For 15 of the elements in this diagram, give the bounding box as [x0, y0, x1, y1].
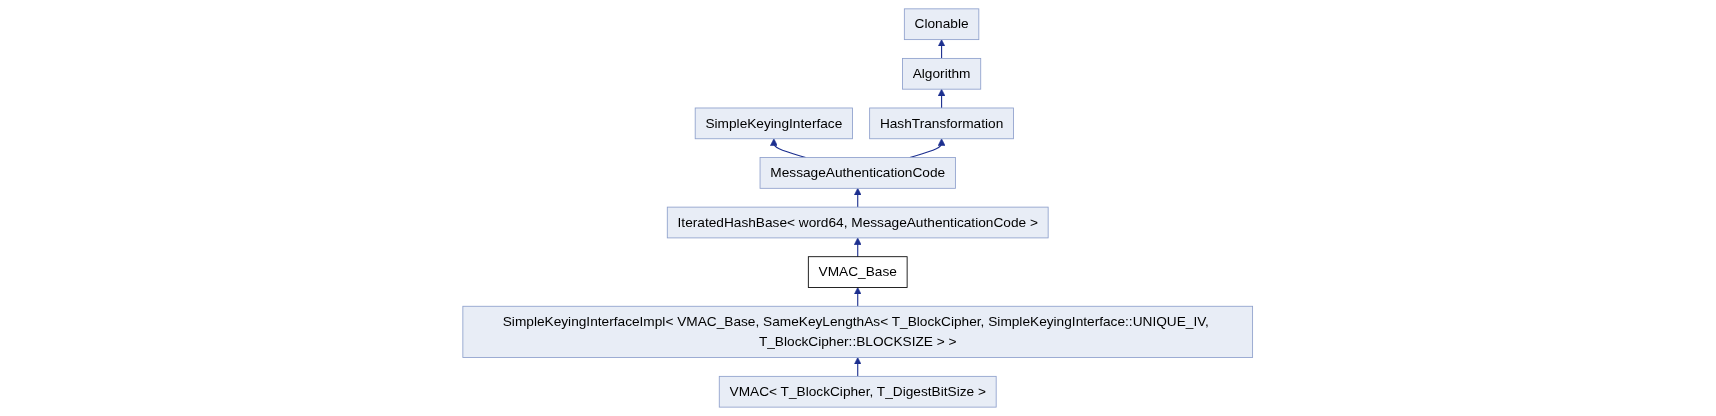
node-box: MessageAuthenticationCode: [759, 157, 957, 189]
arrow: [854, 287, 862, 307]
node-box: SimpleKeyingInterface: [695, 107, 854, 140]
arrow: [854, 237, 862, 258]
node-box: IteratedHashBase< word64, MessageAuthenticationCode >: [667, 206, 1049, 239]
node-box: Clonable: [904, 8, 980, 41]
arrow: [854, 357, 862, 377]
node-box: VMAC< T_BlockCipher, T_DigestBitSize >: [719, 375, 997, 408]
node-box: Algorithm: [902, 58, 982, 90]
arrow: [938, 39, 946, 59]
node-box: HashTransformation: [869, 107, 1015, 140]
node-box: SimpleKeyingInterfaceImpl< VMAC_Base, SameKeyLengthAs< T_BlockCipher, SimpleKeyingInterface::UNIQUE_IV, T_BlockCipher::BLOCKSIZE > >: [462, 305, 1254, 358]
node-box: VMAC_Base: [808, 256, 908, 288]
arrow: [854, 188, 862, 208]
arrow: [938, 88, 946, 109]
